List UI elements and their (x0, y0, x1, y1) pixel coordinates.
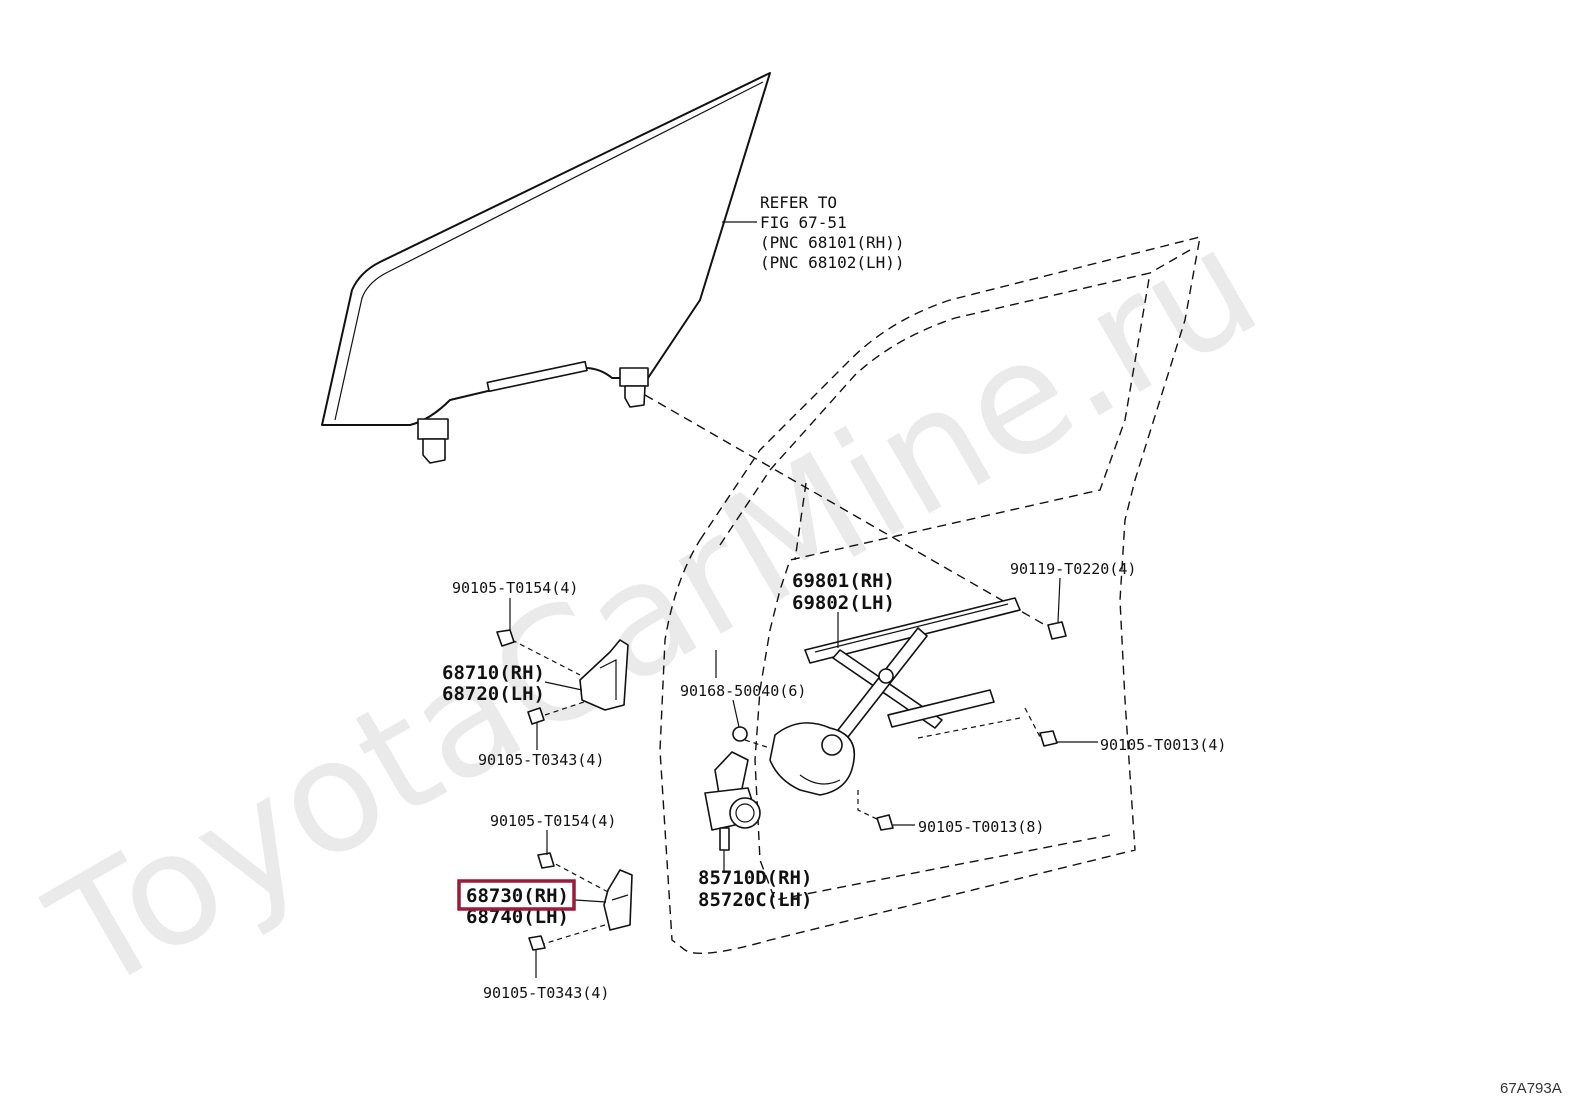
label-bolt-lower-hinge-bottom[interactable]: 90105-T0343(4) (483, 984, 609, 1002)
dashed-leaders (511, 394, 1046, 946)
window-regulator (769, 597, 1021, 796)
label-hinge-upper-lh[interactable]: 68720(LH) (442, 683, 545, 705)
label-regulator-lh[interactable]: 69802(LH) (792, 592, 895, 614)
bolt-icon (876, 814, 894, 831)
watermark-text: ToyotaCarMine.ru (22, 193, 1286, 1027)
lower-hinge (603, 869, 633, 931)
reference-note: REFER TO FIG 67-51 (PNC 68101(RH)) (PNC … (760, 193, 905, 272)
solid-leaders (509, 577, 1098, 978)
door-frame (659, 236, 1201, 954)
label-hinge-upper-rh[interactable]: 68710(RH) (442, 662, 545, 684)
label-bolt-regulator-right[interactable]: 90105-T0013(4) (1100, 736, 1226, 754)
label-bolt-lower-hinge-top[interactable]: 90105-T0154(4) (490, 812, 616, 830)
window-glass (321, 72, 771, 464)
figure-code: 67A793A (1500, 1080, 1562, 1097)
reference-note-line1: REFER TO (760, 193, 837, 212)
bolt-icon (1047, 621, 1067, 640)
label-regulator-rh[interactable]: 69801(RH) (792, 570, 895, 592)
bolt-icon (732, 726, 748, 742)
label-bolt-regulator-small[interactable]: 90168-50040(6) (680, 682, 806, 700)
label-hinge-lower-rh[interactable]: 68730(RH) (466, 885, 569, 907)
label-motor-lh[interactable]: 85720C(LH) (698, 889, 812, 911)
bolts (496, 621, 1067, 951)
label-bolt-upper-hinge-bottom[interactable]: 90105-T0343(4) (478, 751, 604, 769)
bolt-icon (537, 852, 555, 869)
selected-part-highlight (457, 879, 576, 911)
reference-note-line2: FIG 67-51 (760, 213, 847, 232)
regulator-motor (704, 751, 761, 873)
part-labels: 90105-T0154(4) 68710(RH) 68720(LH) 90105… (442, 560, 1226, 1002)
label-motor-rh[interactable]: 85710D(RH) (698, 867, 812, 889)
reference-note-line4: (PNC 68102(LH)) (760, 253, 905, 272)
label-bolt-regulator-top[interactable]: 90119-T0220(4) (1010, 560, 1136, 578)
bolt-icon (528, 935, 546, 951)
label-hinge-lower-lh[interactable]: 68740(LH) (466, 906, 569, 928)
upper-hinge (579, 639, 629, 711)
label-bolt-upper-hinge-top[interactable]: 90105-T0154(4) (452, 579, 578, 597)
reference-note-line3: (PNC 68101(RH)) (760, 233, 905, 252)
bolt-icon (496, 629, 515, 647)
bolt-icon (1039, 730, 1058, 747)
bolt-icon (527, 707, 545, 725)
label-bolt-motor[interactable]: 90105-T0013(8) (918, 818, 1044, 836)
